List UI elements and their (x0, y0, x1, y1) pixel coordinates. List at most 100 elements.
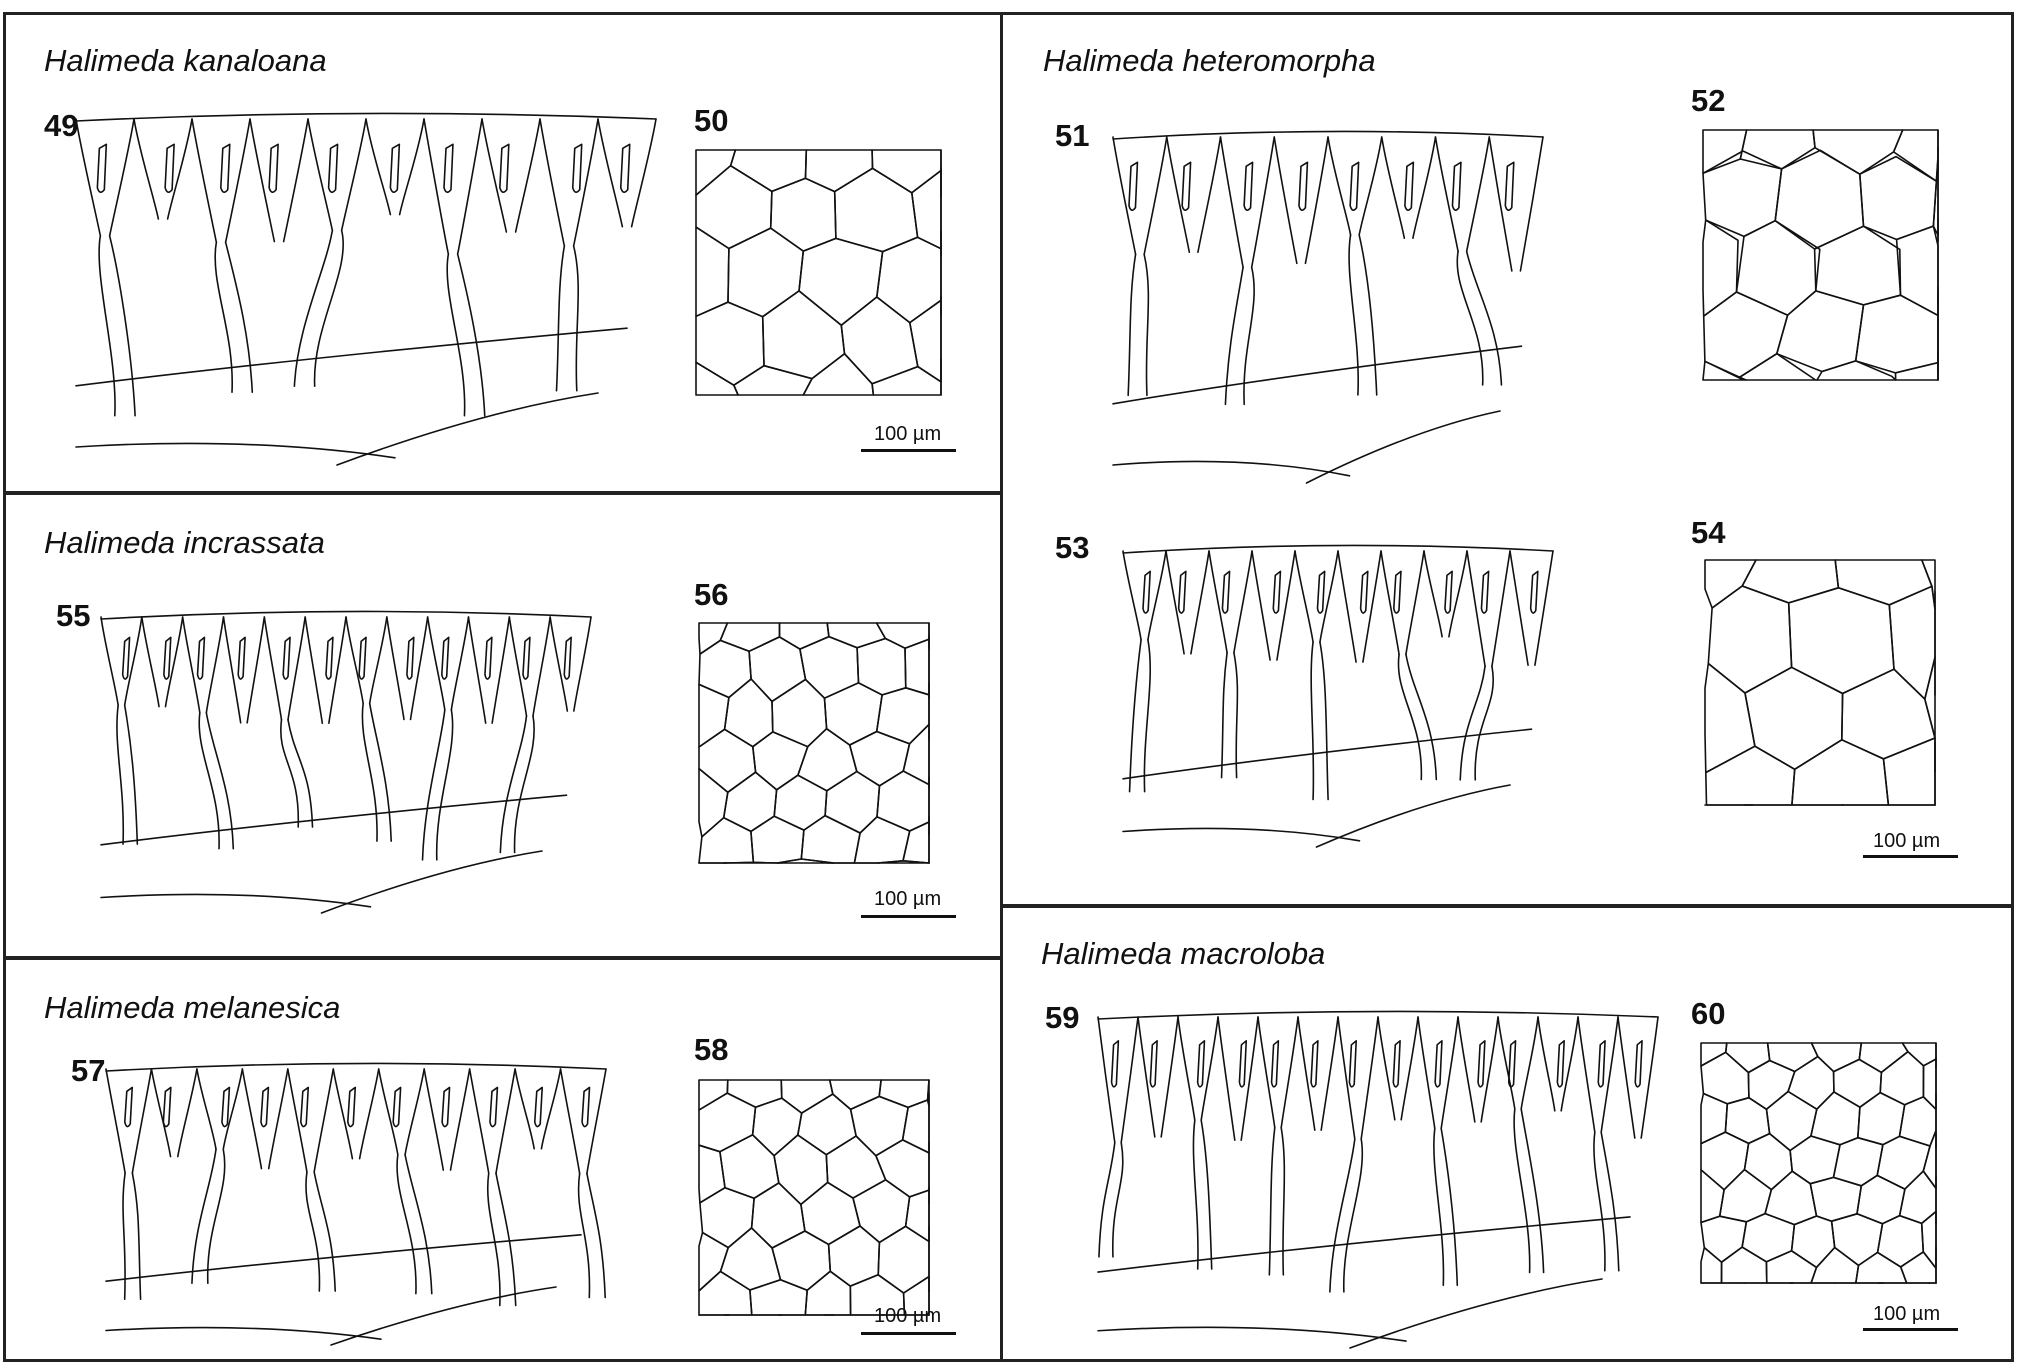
utricle-wall (1273, 136, 1298, 265)
utricle-wall (307, 118, 334, 232)
cell-outline (751, 731, 809, 791)
cell-outline (1704, 559, 1757, 609)
medullary-filament (1127, 253, 1137, 397)
cell-outline (1855, 1251, 1908, 1284)
cell-outline (823, 681, 883, 746)
inner-utricle (389, 143, 401, 193)
utricle-wall (630, 118, 657, 228)
medulla-outline (1112, 345, 1523, 405)
medulla-outline (320, 850, 543, 914)
medullary-filament (1200, 1119, 1213, 1270)
cell-outline (1921, 559, 1936, 610)
inner-utricle (327, 143, 339, 193)
cross-section-drawing (100, 610, 592, 914)
utricle-wall (332, 1068, 354, 1160)
medullary-filament (123, 704, 139, 845)
inner-utricle (347, 1086, 357, 1128)
utricle-wall (1200, 1016, 1219, 1122)
utricle-wall (263, 616, 283, 721)
medullary-filament (1192, 1119, 1199, 1270)
utricle-wall (404, 1068, 425, 1156)
cell-outline (877, 860, 930, 864)
utricle-wall (1280, 1016, 1299, 1129)
surface-outline (1122, 544, 1554, 554)
utricle-wall (1362, 550, 1382, 663)
inner-utricle (563, 636, 572, 680)
utricle-wall (1640, 1016, 1659, 1139)
cell-outline (1765, 1090, 1818, 1152)
inner-utricle (1477, 1040, 1486, 1088)
cell-outline (1854, 294, 1939, 374)
medullary-filament (1220, 651, 1228, 779)
inner-utricle (1181, 161, 1192, 211)
utricle-wall (1360, 1016, 1379, 1140)
cell-outline (698, 1144, 726, 1204)
inner-utricle (1597, 1040, 1606, 1088)
cell-outline (927, 861, 930, 864)
cell-outline (695, 149, 737, 196)
surface-view-drawing (698, 1079, 930, 1316)
medullary-filament (361, 702, 378, 842)
scale-bar (861, 1332, 956, 1335)
utricle-wall (468, 1068, 490, 1175)
utricle-wall (1217, 1016, 1236, 1141)
surface-view-drawing (1702, 129, 1939, 381)
utricle-wall (313, 1068, 335, 1173)
medulla-outline (105, 1326, 382, 1340)
medulla-outline (100, 893, 372, 908)
utricle-wall (409, 616, 429, 721)
inner-utricle (522, 636, 531, 680)
cell-outline (802, 352, 875, 396)
cell-outline (749, 1279, 808, 1316)
utricle-wall (495, 1068, 516, 1175)
cell-outline (798, 237, 884, 327)
utricle-wall (1448, 550, 1468, 638)
utricle-wall (282, 118, 309, 243)
cell-outline (748, 636, 807, 703)
cell-outline (876, 236, 942, 324)
cell-outline (799, 635, 860, 699)
scale-bar (861, 915, 956, 918)
cell-outline (871, 365, 942, 396)
inner-utricle (268, 143, 279, 193)
utricle-wall (1423, 550, 1443, 638)
cell-outline (773, 1134, 829, 1206)
surface-figure-number-2: 54 (1691, 515, 1726, 550)
cell-outline (1700, 1131, 1750, 1191)
inner-utricle (221, 1086, 231, 1128)
medullary-filament (1513, 1108, 1531, 1274)
inner-utricle (1110, 1040, 1120, 1088)
utricle-wall (1440, 1016, 1459, 1130)
surface-outline (75, 112, 657, 122)
inner-utricle (1196, 1040, 1206, 1088)
medulla-outline (75, 327, 628, 387)
scale-bar-label: 100 µm (874, 888, 942, 910)
medulla-outline (1097, 1216, 1631, 1273)
medullary-filament (280, 719, 299, 828)
utricle-wall (1122, 550, 1142, 641)
utricle-wall (586, 1068, 607, 1175)
inner-utricle (163, 636, 172, 680)
scale-bar-label: 100 µm (1873, 830, 1941, 852)
cell-outline (1743, 1132, 1793, 1191)
utricle-wall (1534, 550, 1554, 666)
cell-outline (699, 1186, 755, 1249)
utricle-wall (177, 1068, 198, 1158)
cell-outline (698, 639, 752, 699)
inner-utricle (1348, 1040, 1358, 1088)
inner-utricle (1128, 161, 1139, 211)
medullary-filament (122, 1172, 126, 1301)
cell-outline (1704, 662, 1756, 774)
inner-utricle (1392, 570, 1402, 614)
utricle-wall (141, 616, 160, 708)
medullary-filament (368, 702, 393, 842)
medullary-filament (108, 234, 136, 417)
inner-utricle (1451, 161, 1462, 211)
utricle-wall (196, 1068, 217, 1151)
cell-outline (698, 1270, 753, 1316)
utricle-wall (304, 616, 324, 725)
utricle-wall (241, 1068, 263, 1170)
medullary-filament (1433, 1127, 1445, 1287)
utricle-wall (423, 118, 450, 255)
surface-outline (1097, 1010, 1659, 1020)
